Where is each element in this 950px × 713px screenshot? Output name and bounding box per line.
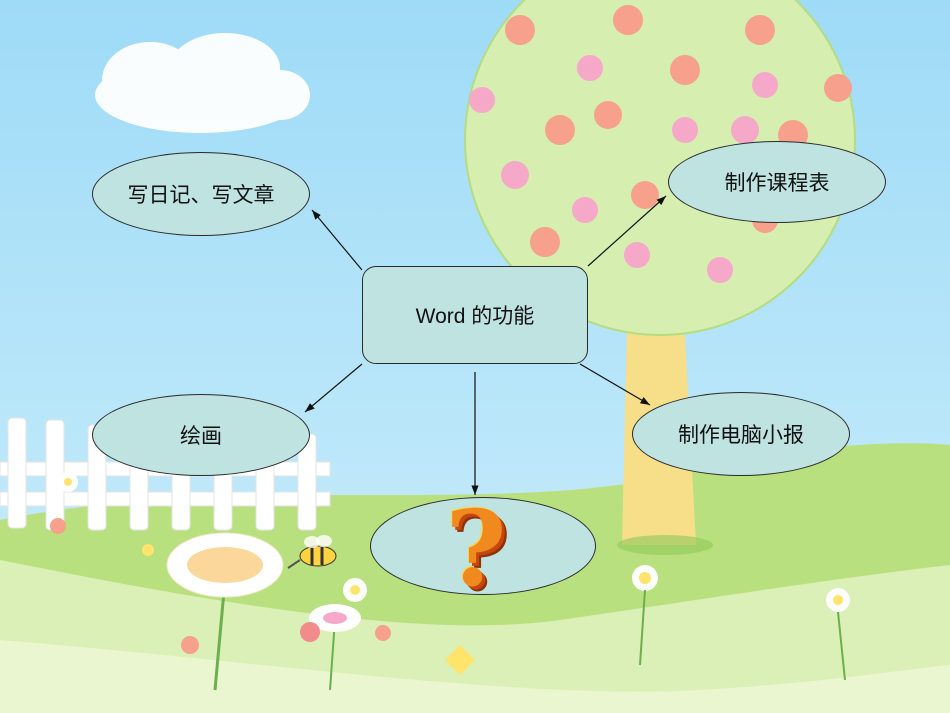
node-newspaper: 制作电脑小报 bbox=[632, 392, 850, 476]
question-mark-glyph: ? bbox=[445, 487, 507, 610]
arrow-to-schedule bbox=[587, 195, 667, 267]
node-drawing: 绘画 bbox=[92, 394, 310, 476]
cloud bbox=[95, 33, 310, 133]
center-node-label: Word 的功能 bbox=[415, 305, 535, 328]
arrow-to-diary bbox=[311, 209, 363, 271]
bee bbox=[287, 535, 337, 569]
center-node: Word 的功能 bbox=[362, 266, 588, 364]
meadow-flowers bbox=[50, 472, 850, 691]
node-schedule-label: 制作课程表 bbox=[724, 171, 830, 195]
node-diary: 写日记、写文章 bbox=[92, 152, 310, 236]
node-newspaper-label: 制作电脑小报 bbox=[678, 423, 804, 447]
arrow-to-newspaper bbox=[579, 363, 651, 406]
node-diary-label: 写日记、写文章 bbox=[127, 183, 275, 207]
question-mark-icon: ? bbox=[436, 494, 516, 604]
foreground-grass bbox=[0, 640, 950, 713]
node-unknown bbox=[370, 497, 596, 595]
node-schedule: 制作课程表 bbox=[668, 141, 886, 223]
diagram-arrows bbox=[304, 195, 667, 495]
fence bbox=[0, 417, 331, 531]
arrow-to-drawing bbox=[304, 363, 363, 413]
node-drawing-label: 绘画 bbox=[180, 424, 222, 448]
